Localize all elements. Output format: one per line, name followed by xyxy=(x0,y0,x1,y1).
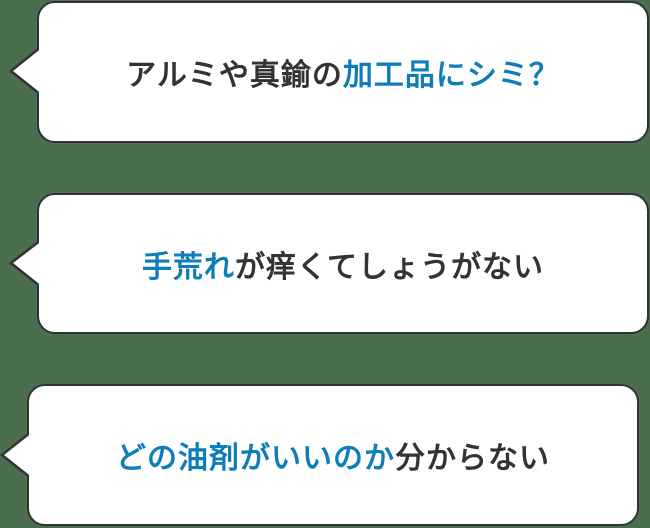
speech-bubble-1: アルミや真鍮の加工品にシミ？ xyxy=(37,1,649,143)
speech-bubble-3: どの油剤がいいのか分からない xyxy=(27,384,639,526)
bubble-3-text: どの油剤がいいのか分からない xyxy=(116,433,550,477)
bubble-1-text-plain: アルミや真鍮の xyxy=(126,58,343,93)
bubble-1-text: アルミや真鍮の加工品にシミ？ xyxy=(126,50,560,94)
speech-bubble-2: 手荒れが痒くてしょうがない xyxy=(37,193,649,334)
bubble-3-text-plain: 分からない xyxy=(395,441,550,476)
bubble-1-text-highlight: 加工品にシミ？ xyxy=(342,58,560,93)
bubble-2-text-highlight: 手荒れ xyxy=(141,249,235,285)
bubble-2-text: 手荒れが痒くてしょうがない xyxy=(142,242,544,286)
bubble-3-text-highlight: どの油剤がいいのか xyxy=(116,441,395,476)
bubble-2-text-plain: が痒くてしょうがない xyxy=(234,249,545,285)
